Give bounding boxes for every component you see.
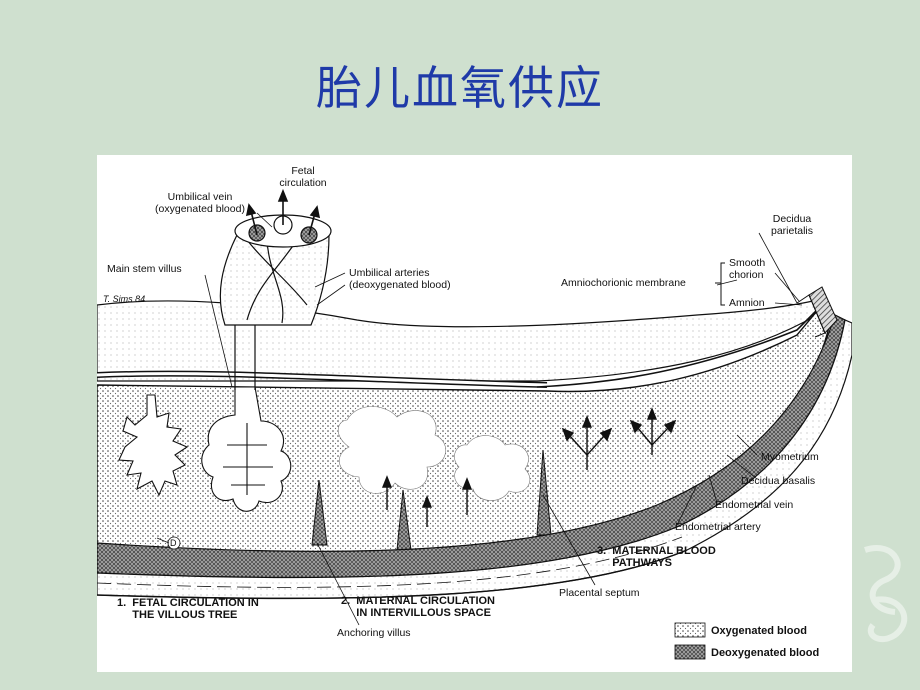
leader-lines [156, 212, 803, 626]
oxygenated-cloud-2 [454, 435, 531, 501]
label-amniochorionic-membrane: Amniochorionic membrane [561, 277, 686, 289]
label-amnion: Amnion [729, 297, 765, 309]
legend-label-deoxygenated: Deoxygenated blood [711, 647, 820, 659]
maternal-arrows [381, 407, 677, 527]
decorative-scroll-pattern [864, 545, 908, 643]
oxygenated-cloud-1 [337, 406, 446, 494]
cord-arrows [245, 188, 321, 236]
label-smooth-chorion: Smooth chorion [729, 257, 766, 281]
label-endometrial-artery: Endometrial artery [675, 521, 761, 533]
label-fetal-circulation: Fetal circulation [279, 165, 327, 189]
legend-swatch-deoxygenated [674, 644, 706, 660]
label-myometrium: Myometrium [761, 451, 819, 463]
artist-signature: T. Sims 84 [103, 294, 146, 304]
diagram-drawing [97, 188, 852, 660]
label-maternal-circulation-intervillous: 2. MATERNAL CIRCULATION IN INTERVILLOUS … [341, 595, 495, 619]
label-decidua-basalis: Decidua basalis [741, 475, 816, 487]
slide-title: 胎儿血氧供应 [316, 61, 604, 115]
villous-tree-main [201, 386, 292, 512]
placenta-circulation-diagram: Fetal circulation Umbilical vein (oxygen… [97, 155, 852, 672]
label-main-stem-villus: Main stem villus [107, 263, 182, 275]
label-anchoring-villus: Anchoring villus [337, 627, 411, 639]
label-placental-septum: Placental septum [559, 587, 640, 599]
villous-tree-left [118, 394, 189, 497]
label-endometrial-vein: Endometrial vein [715, 499, 794, 511]
chorionic-plate [97, 299, 818, 382]
legend-swatch-oxygenated [674, 622, 706, 638]
umbilical-cord [219, 214, 332, 326]
label-umbilical-arteries: Umbilical arteries (deoxygenated blood) [349, 267, 451, 291]
label-maternal-blood-pathways: 3. MATERNAL BLOOD PATHWAYS [597, 545, 716, 569]
legend-label-oxygenated: Oxygenated blood [711, 625, 807, 637]
label-umbilical-vein: Umbilical vein (oxygenated blood) [155, 191, 245, 215]
label-decidua-parietalis: Decidua parietalis [770, 213, 814, 237]
label-d-mark: D [170, 538, 177, 548]
label-fetal-circulation-villous-tree: 1. FETAL CIRCULATION IN THE VILLOUS TREE [117, 597, 259, 621]
